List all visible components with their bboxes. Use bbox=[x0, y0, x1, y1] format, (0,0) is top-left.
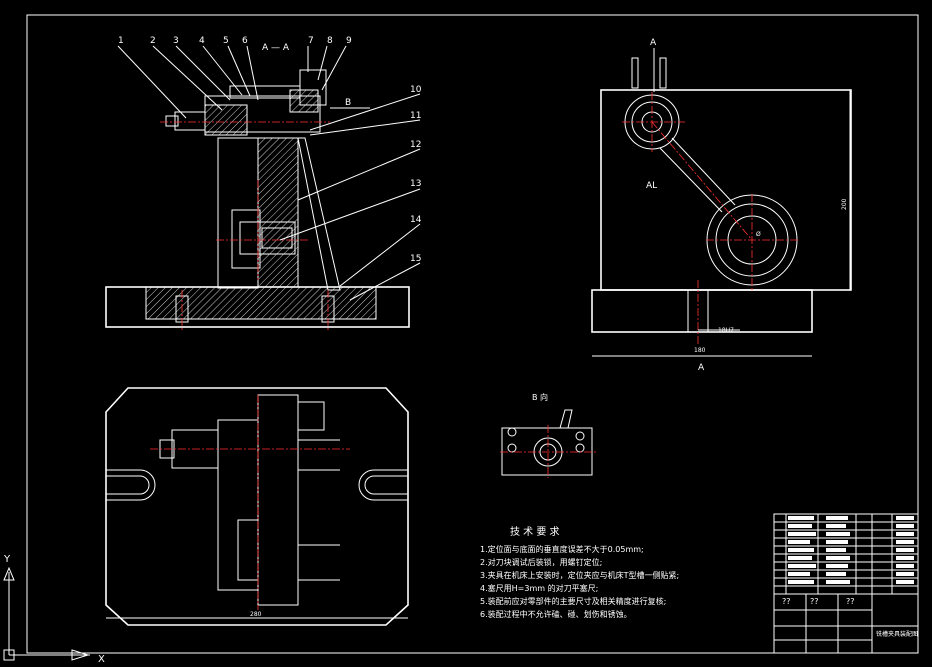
tech-item-3: 3.夹具在机床上安装时，定位夹应与机床T型槽一侧贴紧; bbox=[480, 570, 679, 580]
circle-dim: Ø bbox=[756, 231, 761, 238]
dim-top-width: 280 bbox=[250, 611, 262, 618]
callout-11: 11 bbox=[410, 111, 421, 121]
callout-3: 3 bbox=[173, 36, 179, 46]
callout-14: 14 bbox=[410, 215, 422, 225]
drawing-name: 铣槽夹具装配图 bbox=[876, 630, 918, 638]
column-body bbox=[257, 137, 299, 288]
side-body bbox=[600, 89, 852, 291]
callout-9: 9 bbox=[346, 36, 352, 46]
callout-6: 6 bbox=[242, 36, 248, 46]
b-view bbox=[500, 409, 596, 478]
tech-title: 技 术 要 求 bbox=[510, 525, 560, 538]
view-a-top-label: A bbox=[650, 38, 657, 48]
ucs-x-label: X bbox=[98, 654, 105, 665]
tech-item-1: 1.定位面与底面的垂直度误差不大于0.05mm; bbox=[480, 544, 644, 554]
callout-numbers: 1 2 3 4 5 6 7 8 9 10 11 12 13 14 15 bbox=[118, 36, 422, 264]
callout-1: 1 bbox=[118, 36, 124, 46]
callout-8: 8 bbox=[327, 36, 333, 46]
ucs-y-label: Y bbox=[3, 554, 11, 565]
tech-requirements: 技 术 要 求 1.定位面与底面的垂直度误差不大于0.05mm; 2.对刀块调试… bbox=[480, 525, 679, 619]
callout-7: 7 bbox=[308, 36, 314, 46]
title-mark-3: ?? bbox=[846, 597, 855, 606]
title-mark-2: ?? bbox=[810, 597, 819, 606]
view-a-bottom-label: A bbox=[698, 363, 705, 373]
tech-item-4: 4.塞尺用H=3mm 的对刀平塞尺; bbox=[480, 583, 598, 593]
tech-item-5: 5.装配前应对零部件的主要尺寸及相关精度进行复核; bbox=[480, 596, 666, 606]
title-mark-1: ?? bbox=[782, 597, 791, 606]
al-label: AL bbox=[646, 181, 657, 191]
section-label: A — A bbox=[262, 43, 290, 53]
callout-2: 2 bbox=[150, 36, 156, 46]
dim-side-width: 180 bbox=[694, 347, 706, 354]
tech-item-6: 6.装配过程中不允许磕、碰、划伤和锈蚀。 bbox=[480, 609, 632, 619]
callout-12: 12 bbox=[410, 140, 421, 150]
top-plate bbox=[105, 387, 409, 626]
callout-leaders bbox=[117, 45, 421, 301]
tech-item-2: 2.对刀块调试后装锁，用螺钉定位; bbox=[480, 557, 602, 567]
parts-list-text bbox=[788, 516, 914, 584]
callout-10: 10 bbox=[410, 85, 422, 95]
parts-list bbox=[773, 513, 919, 595]
side-view bbox=[591, 48, 852, 357]
view-b-title: B 向 bbox=[532, 392, 548, 402]
callout-13: 13 bbox=[410, 179, 421, 189]
title-block bbox=[773, 593, 919, 654]
callout-4: 4 bbox=[199, 36, 205, 46]
callout-15: 15 bbox=[410, 254, 421, 264]
drawing-border bbox=[26, 14, 919, 654]
dim-fit: 18H7 bbox=[718, 327, 734, 334]
top-view bbox=[105, 387, 409, 626]
callout-5: 5 bbox=[223, 36, 229, 46]
front-section-view bbox=[105, 69, 410, 330]
ucs-icon bbox=[3, 566, 90, 661]
dim-side-height: 200 bbox=[841, 198, 848, 210]
view-b-arrow-label: B bbox=[345, 98, 351, 108]
